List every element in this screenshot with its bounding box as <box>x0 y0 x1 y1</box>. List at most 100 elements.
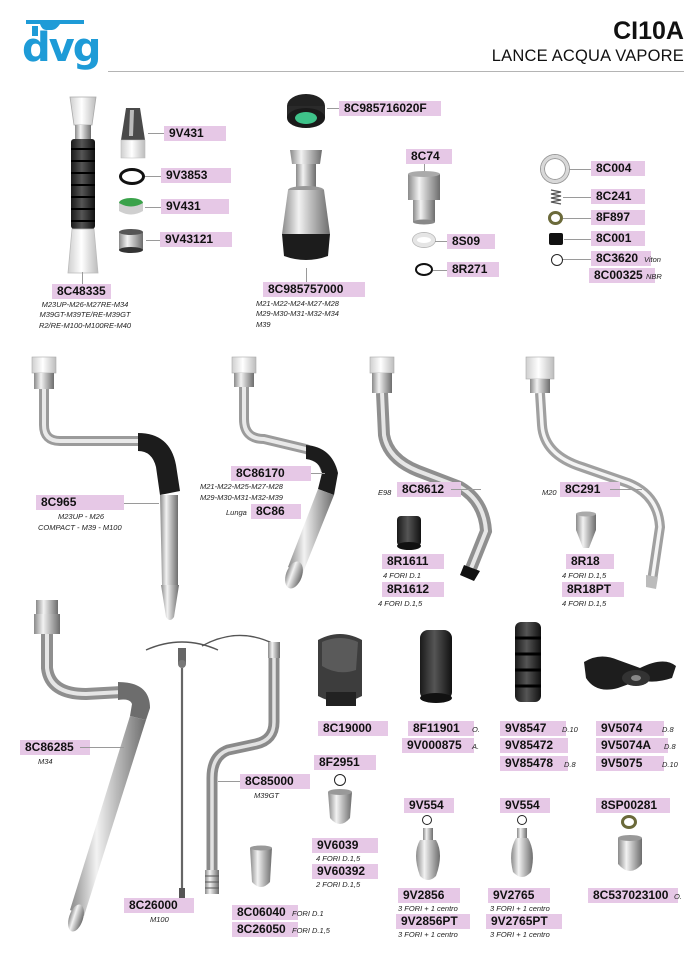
part-code-8S09: 8S09 <box>447 234 495 249</box>
black-bushing-icon <box>549 233 563 245</box>
spring-icon <box>550 189 562 205</box>
brand-logo-text: dvg <box>22 25 101 71</box>
part-code-9V554-b: 9V554 <box>500 798 550 813</box>
diameter-note: D.8 <box>664 742 676 751</box>
part-models-line1: M21-M22-M25-M27-M28 <box>200 482 283 491</box>
steel-cap-icon <box>618 835 642 871</box>
part-code-8C86170: 8C86170 <box>231 466 311 481</box>
holes-note: FORI D.1 <box>292 909 324 918</box>
part-code-9V2765PT: 9V2765PT <box>486 914 562 929</box>
part-code-8C26050: 8C26050 <box>232 922 298 937</box>
part-code-8C3620: 8C3620 <box>591 251 651 266</box>
o-ring-icon <box>119 168 145 185</box>
part-code-9V3853: 9V3853 <box>161 168 231 183</box>
part-code-8SP00281: 8SP00281 <box>596 798 670 813</box>
length-note: Lunga <box>226 508 247 517</box>
holes-note: 4 FORI D.1,5 <box>562 571 607 580</box>
o-ring-icon <box>517 815 527 825</box>
part-code-8R271: 8R271 <box>447 262 499 277</box>
part-models-line2: M39GT-M39TE/RE-M39GT <box>39 310 131 319</box>
part-code-9V431: 9V431 <box>164 126 226 141</box>
holes-note: 4 FORI D.1,5 <box>562 599 607 608</box>
large-washer-icon <box>541 155 569 183</box>
model-note: M34 <box>38 757 53 766</box>
part-code-8F897: 8F897 <box>591 210 645 225</box>
part-code-8C291: 8C291 <box>560 482 620 497</box>
part-code-8C001: 8C001 <box>591 231 645 246</box>
green-cap-knob-icon <box>287 94 325 128</box>
model-prefix: E98 <box>378 488 392 497</box>
part-code-8C00325: 8C00325 <box>589 268 655 283</box>
black-knob-9V5074-image <box>584 656 676 690</box>
part-code-8C19000: 8C19000 <box>318 721 388 736</box>
o-ring-icon <box>415 263 433 276</box>
material-note: Viton <box>644 255 661 264</box>
diameter-note: D.8 <box>662 725 674 734</box>
part-models-line1: M21-M22-M24-M27-M28 <box>256 299 339 308</box>
part-code-9V000875: 9V000875 <box>402 738 474 753</box>
holes-note: 3 FORI + 1 centro <box>398 930 458 939</box>
adapter-nut-icon <box>408 171 440 225</box>
steam-tip-assembly-image <box>67 96 99 274</box>
page-subtitle: LANCE ACQUA VAPORE <box>491 47 684 65</box>
variant-note: O. <box>472 725 480 734</box>
part-code-9V85472: 9V85472 <box>500 738 568 753</box>
steel-nozzle-tip-icon <box>250 845 272 887</box>
steam-wand-8C291-image <box>525 356 666 589</box>
o-ring-icon <box>334 774 346 786</box>
part-code-9V8547: 9V8547 <box>500 721 566 736</box>
part-code-9V5074A: 9V5074A <box>596 738 668 753</box>
holes-note: FORI D.1,5 <box>292 926 330 935</box>
part-code-8C85000: 8C85000 <box>240 774 310 789</box>
header-rule <box>108 71 684 72</box>
part-code-9V43121: 9V43121 <box>160 232 232 247</box>
holes-note: 2 FORI D.1,5 <box>316 880 361 889</box>
part-code-8C537023100: 8C537023100 <box>588 888 678 903</box>
part-code-8C985757000: 8C985757000 <box>263 282 365 297</box>
part-models-line1: M23UP - M26 <box>58 512 104 521</box>
part-code-8R18: 8R18 <box>566 554 614 569</box>
model-note: M39GT <box>254 791 280 800</box>
part-models-line2: M29-M30-M31-M32-M34 <box>256 309 339 318</box>
gasket-ring-icon <box>548 211 563 225</box>
model-prefix: M20 <box>542 488 557 497</box>
metal-ring-insert-icon <box>119 229 143 253</box>
holes-note: 3 FORI + 1 centro <box>490 904 550 913</box>
holes-note: 3 FORI + 1 centro <box>490 930 550 939</box>
part-code-8C86: 8C86 <box>251 504 301 519</box>
part-code-8C26000: 8C26000 <box>124 898 194 913</box>
black-tip-icon <box>397 516 421 550</box>
part-code-8C965: 8C965 <box>36 495 124 510</box>
part-code-9V85478: 9V85478 <box>500 756 568 771</box>
part-code-8C985716020F: 8C985716020F <box>339 101 441 116</box>
steam-wand-8C86170-image <box>231 356 338 589</box>
steam-wand-8C8612-image <box>369 356 493 581</box>
part-code-8R1612: 8R1612 <box>382 582 444 597</box>
part-code-8C004: 8C004 <box>591 161 645 176</box>
part-code-9V6039: 9V6039 <box>312 838 378 853</box>
part-code-9V2856: 9V2856 <box>398 888 460 903</box>
part-models-line1: M23UP-M26-M27RE-M34 <box>41 300 129 309</box>
holes-note: 4 FORI D.1,5 <box>316 854 361 863</box>
diameter-note: D.8 <box>564 760 576 769</box>
white-washer-icon <box>413 233 435 247</box>
o-ring-icon <box>422 815 432 825</box>
holes-note: 3 FORI + 1 centro <box>398 904 458 913</box>
part-code-9V2765: 9V2765 <box>488 888 550 903</box>
rubber-sleeve-8F11901-image <box>420 630 452 703</box>
holes-note: 4 FORI D.1,5 <box>378 599 423 608</box>
part-models-line2: COMPACT - M39 - M100 <box>38 523 122 532</box>
part-code-8C241: 8C241 <box>591 189 645 204</box>
dvg-logo-icon <box>26 20 84 36</box>
green-filter-cap-icon <box>119 198 143 215</box>
rubber-grip-8C19000-image <box>318 634 362 706</box>
part-code-9V5074: 9V5074 <box>596 721 664 736</box>
diameter-note: D.10 <box>662 760 678 769</box>
part-code-8C48335: 8C48335 <box>52 284 111 299</box>
part-code-9V2856PT: 9V2856PT <box>396 914 470 929</box>
part-models-line3: R2/RE-M100-M100RE-M40 <box>38 321 132 330</box>
steel-nozzle-tip-icon <box>328 789 352 824</box>
part-code-9V554: 9V554 <box>404 798 454 813</box>
diameter-note: D.10 <box>562 725 578 734</box>
rubber-grip-9V8547-image <box>515 622 541 702</box>
